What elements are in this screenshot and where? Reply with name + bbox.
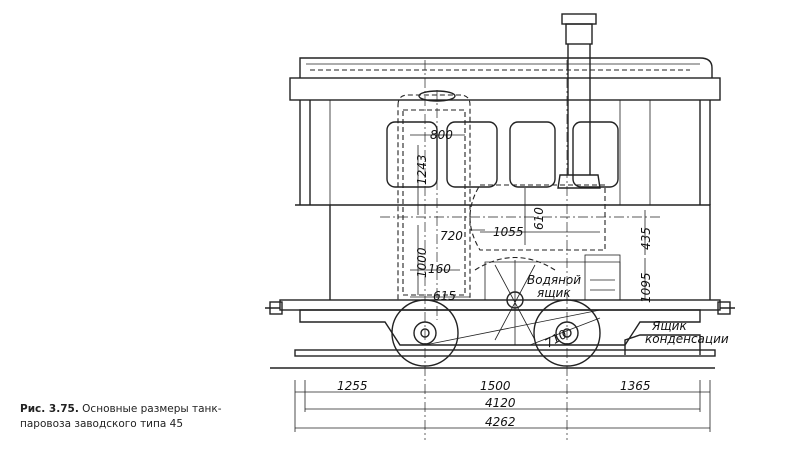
dim-front-overhang: 1255 xyxy=(337,379,368,393)
rail xyxy=(270,349,716,369)
chimney xyxy=(557,13,601,189)
condensation-box xyxy=(624,334,701,355)
dim-160: 160 xyxy=(428,262,451,276)
dim-435: 435 xyxy=(639,227,653,250)
figure-number: Рис. 3.75. xyxy=(20,403,79,415)
cab-posts xyxy=(299,100,711,205)
label-water-tank-1: Водяной xyxy=(527,273,581,287)
dim-boiler-height: 610 xyxy=(532,207,546,230)
label-condensation-2: конденсации xyxy=(645,332,729,346)
dim-boiler-length: 1055 xyxy=(493,225,524,239)
dim-firebox-width: 800 xyxy=(430,128,453,142)
dim-total-length: 4262 xyxy=(485,415,516,429)
tank-body xyxy=(295,204,711,301)
dim-firebox-height: 1243 xyxy=(415,154,429,185)
part-labels: Водяной ящик Ящик конденсации xyxy=(527,273,729,346)
caption-line-2: паровоза заводского типа 45 xyxy=(20,418,184,430)
dimension-labels: 800 1243 610 1055 720 1000 160 615 435 1… xyxy=(337,128,653,429)
dimension-lines xyxy=(294,134,711,432)
dim-1000: 1000 xyxy=(415,247,429,278)
cab-windows xyxy=(386,121,619,188)
boiler xyxy=(469,184,606,251)
dim-720: 720 xyxy=(440,229,463,243)
figure-caption: Рис. 3.75. Основные размеры танк- парово… xyxy=(20,402,222,432)
dim-710: 710 xyxy=(543,327,570,351)
label-water-tank-2: ящик xyxy=(537,286,571,300)
roof xyxy=(289,57,721,101)
label-condensation-1: Ящик xyxy=(651,319,687,333)
caption-line-1: Основные размеры танк- xyxy=(82,403,222,415)
dim-frame-length: 4120 xyxy=(485,396,516,410)
dim-1095: 1095 xyxy=(639,272,653,303)
valve-gear xyxy=(424,256,601,346)
dim-wheelbase: 1500 xyxy=(480,379,511,393)
dim-rear-overhang: 1365 xyxy=(620,379,651,393)
dim-615: 615 xyxy=(433,289,456,303)
centerlines xyxy=(380,60,660,440)
